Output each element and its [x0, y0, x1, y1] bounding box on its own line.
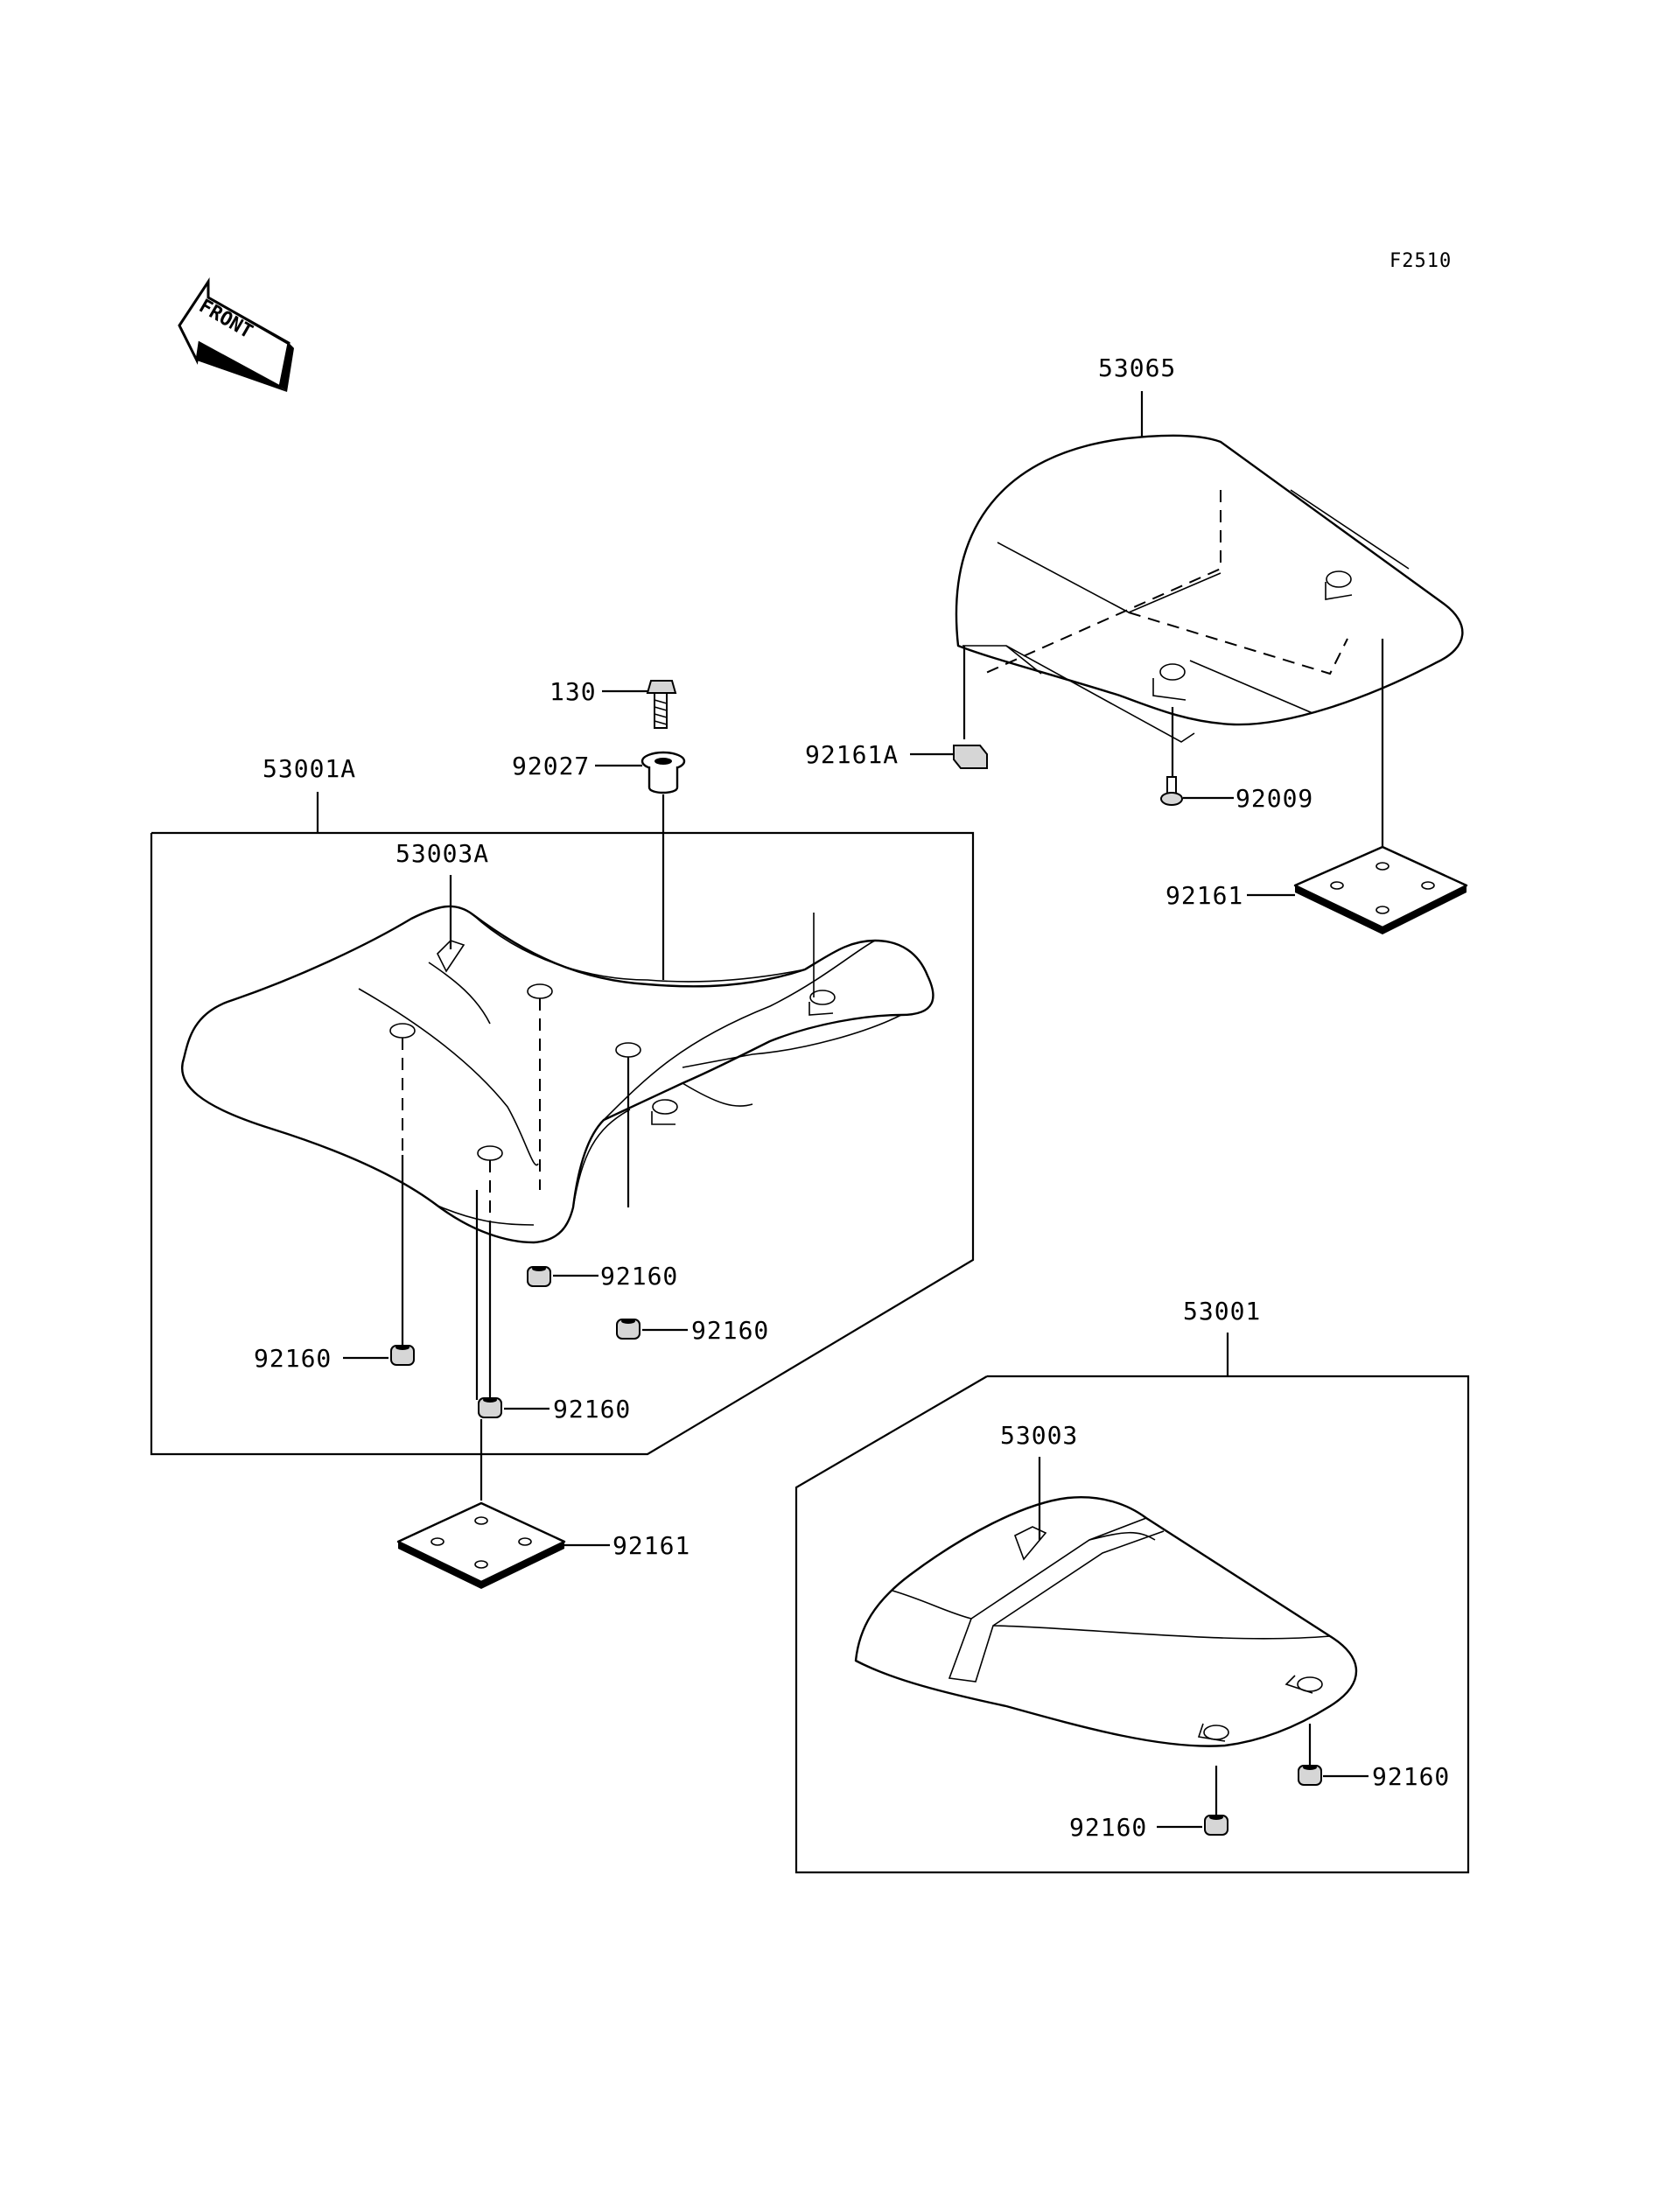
grommet-92160-f — [1204, 1815, 1228, 1836]
pad-92161-right — [1293, 845, 1468, 934]
label-53001A: 53001A — [262, 754, 356, 783]
label-53003: 53003 — [1000, 1421, 1078, 1450]
grommet-92160-d — [478, 1397, 502, 1418]
bolt-130 — [646, 680, 677, 729]
label-53001: 53001 — [1183, 1297, 1261, 1326]
label-92160-b: 92160 — [691, 1316, 769, 1345]
grommet-92160-b — [616, 1319, 640, 1340]
grommet-92160-c — [390, 1345, 415, 1366]
front-arrow-icon: FRONT — [178, 277, 294, 392]
seat-cover-53065 — [955, 434, 1464, 743]
label-92009: 92009 — [1236, 784, 1313, 813]
grommet-92160-a — [527, 1266, 551, 1287]
label-92160-a: 92160 — [600, 1262, 678, 1291]
group-box-53001 — [794, 1375, 1470, 1874]
label-92160-c: 92160 — [254, 1344, 332, 1373]
label-92027: 92027 — [512, 752, 590, 780]
label-92161A: 92161A — [805, 740, 899, 769]
label-53003A: 53003A — [396, 839, 489, 868]
screw-92009 — [1160, 776, 1183, 806]
label-92160-f: 92160 — [1069, 1813, 1147, 1842]
group-box-53001A — [150, 831, 975, 1456]
seat-53003A — [181, 905, 934, 1244]
collar-92027 — [640, 751, 686, 794]
label-92160-e: 92160 — [1372, 1762, 1450, 1791]
seat-cowl-53003 — [854, 1496, 1358, 1747]
pad-92161-left — [396, 1501, 566, 1589]
label-130: 130 — [550, 677, 597, 706]
label-92160-d: 92160 — [553, 1395, 631, 1424]
figure-code: F2510 — [1390, 250, 1452, 272]
label-53065: 53065 — [1098, 353, 1176, 382]
label-92161-left: 92161 — [612, 1531, 690, 1560]
label-92161-right: 92161 — [1166, 881, 1243, 910]
grommet-92160-e — [1298, 1765, 1322, 1786]
rubber-block-92161A — [953, 745, 988, 769]
